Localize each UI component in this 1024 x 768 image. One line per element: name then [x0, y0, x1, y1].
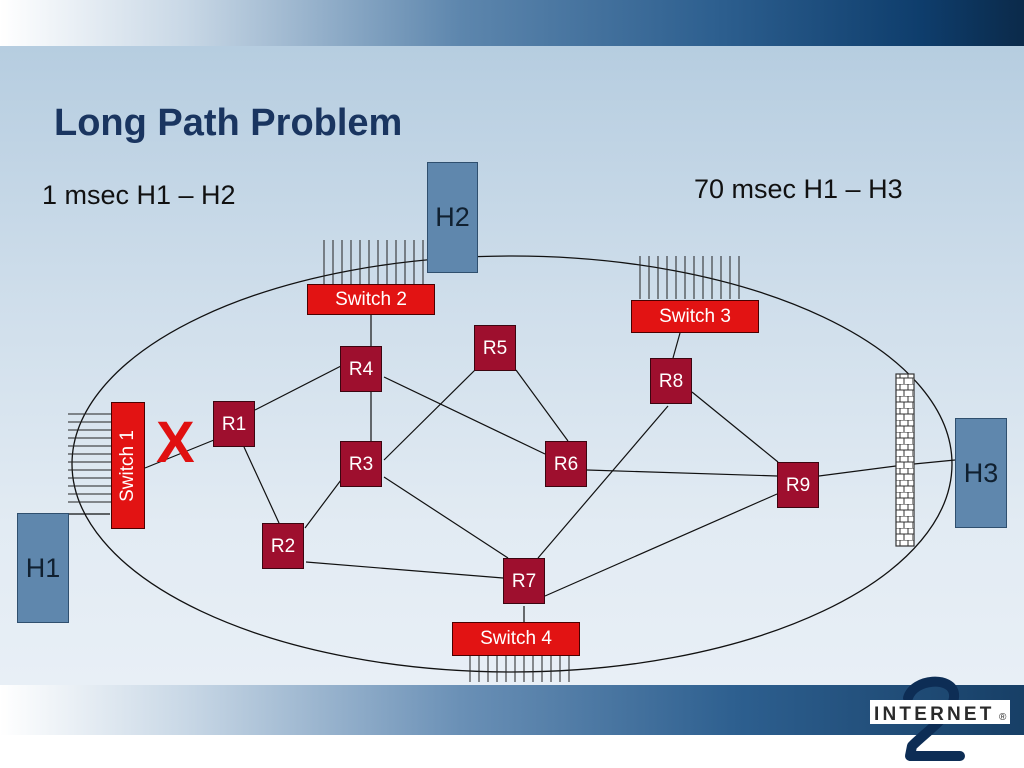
link-r8-r9 — [691, 391, 779, 463]
link-r2-r7 — [305, 561, 504, 579]
logo-wordmark: INTERNET — [874, 704, 995, 725]
link-s3-r8 — [672, 332, 681, 359]
link-r7-r9 — [544, 493, 778, 597]
slide-bottom-banner — [0, 685, 1024, 735]
router-r4: R4 — [340, 346, 382, 392]
switch-1-ports — [68, 413, 111, 503]
backbone-ellipse — [71, 255, 953, 673]
link-r1-r2 — [243, 446, 280, 524]
router-r6: R6 — [545, 441, 587, 487]
host-h3: H3 — [955, 418, 1007, 528]
switch-4-ports — [469, 656, 570, 682]
link-firewall-h3 — [913, 459, 956, 465]
logo-registered-mark: ® — [999, 712, 1007, 723]
slide-top-banner — [0, 0, 1024, 46]
switch-2-ports — [323, 240, 424, 284]
switch-4: Switch 4 — [452, 622, 580, 656]
router-r2: R2 — [262, 523, 304, 569]
router-r5: R5 — [474, 325, 516, 371]
host-h1: H1 — [17, 513, 69, 623]
firewall-icon — [895, 373, 915, 547]
router-r7: R7 — [503, 558, 545, 604]
router-r3: R3 — [340, 441, 382, 487]
links — [69, 315, 956, 622]
link-r9-firewall — [818, 465, 897, 477]
switch-1: Switch 1 — [111, 402, 145, 529]
latency-h1-h2-label: 1 msec H1 – H2 — [42, 180, 236, 210]
slide-title: Long Path Problem — [54, 102, 403, 144]
router-r8: R8 — [650, 358, 692, 404]
link-r3-r5 — [383, 369, 476, 461]
link-r6-r9 — [586, 469, 778, 477]
link-s1-r1 — [144, 439, 215, 469]
link-r5-r6 — [515, 369, 569, 442]
switch-1-label: Switch 1 — [117, 429, 138, 502]
router-r1: R1 — [213, 401, 255, 447]
switch-2: Switch 2 — [307, 284, 435, 315]
link-r1-r4 — [254, 365, 342, 411]
latency-h1-h3-label: 70 msec H1 – H3 — [694, 174, 903, 204]
logo-text-backing — [870, 700, 1010, 724]
link-r3-r7 — [383, 476, 509, 559]
link-r4-r6 — [383, 376, 546, 455]
slide-footer — [0, 735, 1024, 768]
link-failure-mark: X — [156, 410, 195, 475]
link-r7-r8 — [537, 405, 669, 559]
router-r9: R9 — [777, 462, 819, 508]
switch-3: Switch 3 — [631, 300, 759, 333]
logo-two-mark — [903, 676, 965, 761]
switch-3-ports — [639, 256, 740, 299]
host-h2: H2 — [427, 162, 478, 273]
link-r2-r3 — [304, 479, 342, 529]
internet2-logo: INTERNET ® — [870, 676, 1010, 761]
